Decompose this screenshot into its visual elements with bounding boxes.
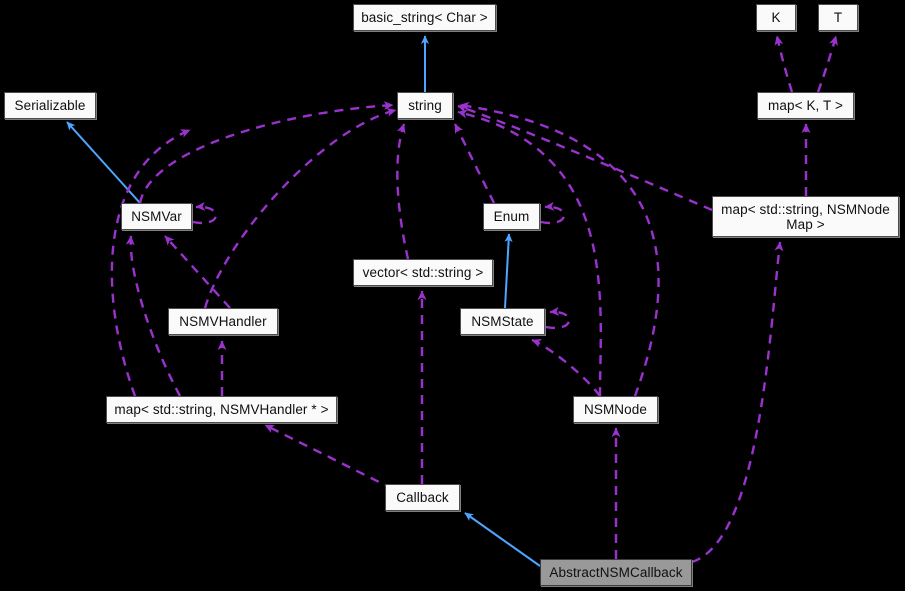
edge-nsmvar-to-nsmvar-usage [192,201,218,225]
edge-nsmvhandler-to-nsmvar-usage [164,235,231,309]
class-node-nsmnode[interactable]: NSMNode [573,396,658,423]
edge-nsmstate-to-nsmstate-usage [545,306,571,330]
edge-callback-to-map_nsmvhandler-usage [264,423,394,491]
class-node-basic_string[interactable]: basic_string< Char > [353,4,496,31]
edge-map_nsmnodemap-to-string-usage [457,104,713,212]
class-node-map_nsmvhandler[interactable]: map< std::string, NSMVHandler * > [106,396,337,423]
class-node-vector_string[interactable]: vector< std::string > [353,259,493,286]
edge-map_nsmvhandler-to-nsmvar-usage [125,235,182,397]
edge-nsmstate-to-enum-inheritance [504,233,513,309]
edge-nsmvar-to-string-usage [138,101,394,204]
edge-enum-to-enum-usage [540,201,566,225]
class-node-map_k_t[interactable]: map< K, T > [757,92,854,119]
edge-map_k_t-to-K-usage [774,35,794,93]
class-node-nsmvhandler[interactable]: NSMVHandler [168,308,278,335]
edge-nsmnode-to-nsmstate-usage [531,338,601,397]
edge-enum-to-string-usage [453,123,496,204]
class-node-K[interactable]: K [756,4,796,31]
class-node-nsmvar[interactable]: NSMVar [121,203,192,230]
edge-nsmnode-to-string-usage [457,109,602,397]
edge-map_k_t-to-T-usage [816,35,838,93]
class-node-nsmstate[interactable]: NSMState [460,308,545,335]
class-node-T[interactable]: T [818,4,858,31]
class-node-serializable[interactable]: Serializable [4,92,96,119]
class-node-abstractnsmcallback[interactable]: AbstractNSMCallback [540,559,692,586]
class-node-enum[interactable]: Enum [483,203,540,230]
edge-map_nsmvhandler-to-string-usage [110,128,191,397]
edge-abstractnsmcallback-to-callback-inheritance [464,512,541,567]
edge-nsmnode-to-string-usage [459,101,660,397]
class-node-callback[interactable]: Callback [385,484,460,511]
class-node-map_nsmnodemap[interactable]: map< std::string, NSMNode Map > [712,196,899,237]
class-node-string[interactable]: string [397,92,453,119]
edge-abstractnsmcallback-to-map_nsmnodemap-usage [691,241,784,564]
edge-vector_string-to-string-usage [396,123,410,260]
